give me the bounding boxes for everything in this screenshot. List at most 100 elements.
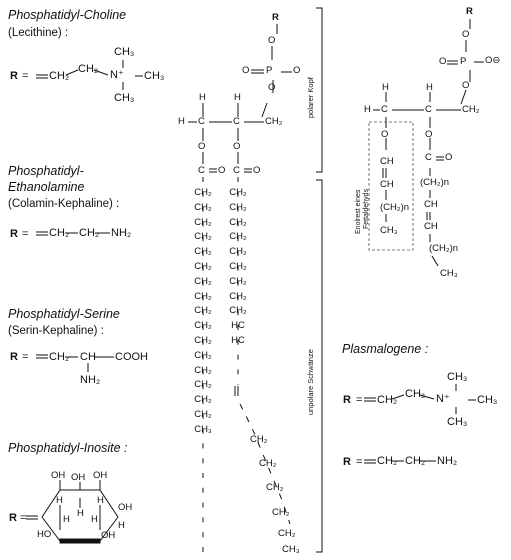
right-h-top: H [382, 82, 389, 93]
inosite-oh-1: OH [51, 470, 66, 481]
plasmalogene-eq-2: = [356, 456, 363, 468]
center-co-2: C [233, 165, 240, 176]
inosite-h-3: H [97, 495, 104, 506]
plasmalogene-r-2: R [343, 456, 351, 468]
center-h-1: H [199, 92, 206, 103]
center-h-3: H [178, 116, 185, 127]
chain1-group-7: CH₂ [194, 275, 212, 287]
chain2-group-3: CH₂ [229, 216, 247, 228]
right-box-ch2n: (CH₂)n [380, 202, 410, 213]
right-o-ester: O [425, 129, 433, 140]
choline-subtitle: (Lecithine) : [8, 27, 69, 39]
right-o-minus: O⊖ [485, 55, 501, 66]
chain2-group-6: CH₂ [229, 260, 247, 272]
chain1-group-6: CH₂ [194, 260, 212, 272]
chain1-group-4: CH₂ [194, 231, 212, 243]
right-box-label-2: Fettaldehyds [363, 188, 370, 229]
chain1-group-5: CH₂ [194, 246, 212, 258]
ethanolamine-subtitle: (Colamin-Kephaline) : [8, 198, 120, 210]
center-o-right: O [293, 65, 301, 76]
plasmalogene-nplus: N⁺ [436, 393, 450, 405]
center-chain-2-tail-4: CH₂ [272, 507, 290, 518]
ethanolamine-ch2-a: CH₂ [49, 227, 70, 239]
right-acyl-c: C [425, 152, 432, 163]
chain1-group-10: CH₂ [194, 320, 212, 332]
right-acyl-ch-2: CH [424, 221, 438, 232]
serine-title: Phosphatidyl-Serine [8, 307, 120, 321]
inosite-oh-3: OH [93, 470, 108, 481]
plasmalogene-ch3-top: CH₃ [447, 371, 468, 383]
serine-ch2: CH₂ [49, 351, 70, 363]
center-chain-2-tail-5: CH₂ [278, 528, 296, 539]
chain1-group-14: CH₂ [194, 379, 212, 391]
plasmalogene-ch2-b: CH₂ [405, 388, 426, 400]
right-acyl-ch3: CH₃ [440, 268, 458, 279]
inosite-oh-4: OH [118, 502, 133, 513]
center-c-1: C [198, 116, 205, 127]
serine-ch: CH [80, 351, 96, 363]
chain2-group-10: HC [231, 320, 245, 332]
bracket-label-polar-head: polarer Kopf [306, 77, 315, 118]
center-chain-2-tail-6: CH₃ [282, 544, 300, 555]
right-c-2: C [425, 104, 432, 115]
right-p: P [460, 56, 467, 67]
center-o-lower: O [268, 82, 276, 93]
choline-eq: = [22, 70, 29, 82]
ethanolamine-eq: = [22, 228, 29, 240]
inosite-h-4: H [63, 514, 70, 525]
plasmalogene-ch3-right: CH₃ [477, 394, 498, 406]
bracket-label-nonpolar-tails: unpolare Schwänze [306, 349, 315, 415]
plasmalogene-title: Plasmalogene : [342, 342, 429, 356]
plasmalogene-ch3-bottom: CH₃ [447, 416, 468, 428]
chain1-group-13: CH₂ [194, 364, 212, 376]
right-acyl-ch2n-2: (CH₂)n [429, 243, 459, 254]
inosite-h-1: H [56, 495, 63, 506]
plasmalogene-eth-nh2: NH₂ [437, 455, 458, 467]
plasmalogene-eth-ch2-b: CH₂ [405, 455, 426, 467]
chain1-group-2: CH₂ [194, 201, 212, 213]
ethanolamine-ch2-b: CH₂ [79, 227, 100, 239]
choline-ch3-bottom: CH₃ [114, 92, 135, 104]
plasmalogene-r-1: R [343, 394, 351, 406]
chain2-group-7: CH₂ [229, 275, 247, 287]
center-r: R [272, 12, 279, 23]
right-acyl-ch2n-1: (CH₂)n [420, 177, 450, 188]
chain2-group-4: CH₂ [229, 231, 247, 243]
ethanolamine-r: R [10, 228, 18, 240]
chain1-group-16: CH₂ [194, 408, 212, 420]
right-box-ch-1: CH [380, 156, 394, 167]
inosite-r: R [9, 512, 17, 524]
chain1-group-12: CH₂ [194, 349, 212, 361]
choline-title: Phosphatidyl-Choline [8, 8, 127, 22]
center-o-ester-2: O [233, 141, 241, 152]
center-co-1: C [198, 165, 205, 176]
right-o-lower: O [462, 80, 470, 91]
inosite-h-5: H [91, 514, 98, 525]
inosite-title: Phosphatidyl-Inosite : [8, 441, 128, 455]
center-c-2: C [233, 116, 240, 127]
center-h-2: H [234, 92, 241, 103]
chain1-group-1: CH₂ [194, 187, 212, 198]
ethanolamine-title-1: Phosphatidyl- [8, 164, 84, 178]
chain1-group-15: CH₂ [194, 394, 212, 406]
serine-cooh: COOH [115, 351, 148, 363]
choline-ch2-a: CH₂ [49, 70, 70, 82]
chain1-group-3: CH₂ [194, 216, 212, 228]
inosite-oh-2: OH [71, 472, 86, 483]
center-chain-2-tail-1: CH₂ [250, 434, 268, 445]
center-o-top: O [268, 35, 276, 46]
choline-ch3-right: CH₃ [144, 70, 165, 82]
inosite-eq: = [20, 512, 27, 524]
serine-r: R [10, 351, 18, 363]
right-o-eq: O [439, 56, 447, 67]
right-c-left: C [381, 104, 388, 115]
chain2-group-5: CH₂ [229, 246, 247, 258]
right-ch2: CH₂ [462, 104, 480, 115]
ethanolamine-title-2: Ethanolamine [8, 180, 85, 194]
chain2-group-11: HC [231, 334, 245, 346]
chain2-group-1: CH₂ [229, 187, 247, 198]
plasmalogene-ch2-a: CH₂ [377, 394, 398, 406]
center-co-1-o: O [218, 165, 226, 176]
